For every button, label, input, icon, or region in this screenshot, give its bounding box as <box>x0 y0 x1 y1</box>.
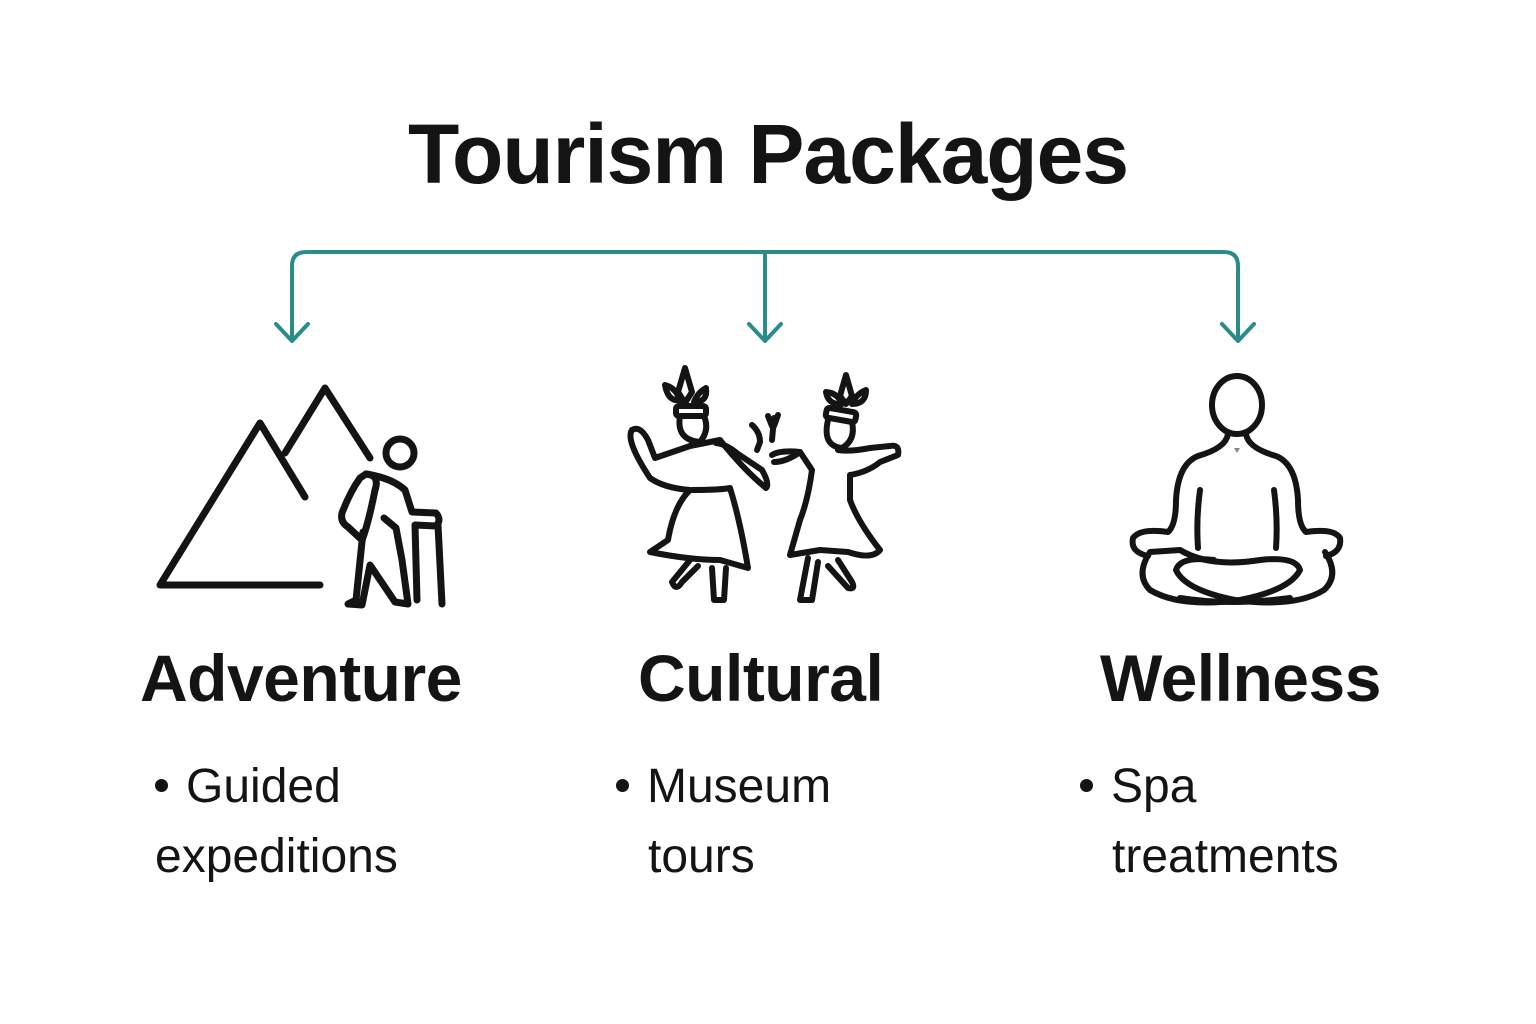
list-item: Museum tours <box>616 752 831 892</box>
bullet-dot-icon <box>1080 778 1093 792</box>
bullet-text-line1: Museum <box>647 760 832 813</box>
category-title-cultural: Cultural <box>638 641 884 715</box>
folk-dancers-icon <box>620 358 910 608</box>
cultural-bullet-list: Museum tours <box>616 752 831 892</box>
arrowhead-wellness <box>1220 322 1256 343</box>
category-title-wellness: Wellness <box>1100 641 1381 715</box>
list-item: Spa treatments <box>1080 752 1339 892</box>
wellness-bullet-list: Spa treatments <box>1080 752 1339 892</box>
diagram-title: Tourism Packages <box>407 107 1129 201</box>
adventure-bullet-list: Guided expeditions <box>155 752 398 892</box>
meditation-icon <box>1125 370 1350 615</box>
connector-horizontal-bar <box>290 250 1240 342</box>
bullet-text-line2: treatments <box>1112 830 1339 883</box>
bullet-text-line2: tours <box>648 830 755 883</box>
bullet-text-line2: expeditions <box>155 830 398 883</box>
hiker-mountains-icon <box>150 375 460 615</box>
bullet-text-line1: Guided <box>186 760 341 813</box>
bullet-text-line1: Spa <box>1111 760 1197 813</box>
arrowhead-cultural <box>747 322 783 343</box>
arrowhead-adventure <box>274 322 310 343</box>
bullet-dot-icon <box>155 778 168 792</box>
category-title-adventure: Adventure <box>140 641 462 715</box>
bullet-dot-icon <box>616 778 629 792</box>
list-item: Guided expeditions <box>155 752 398 892</box>
